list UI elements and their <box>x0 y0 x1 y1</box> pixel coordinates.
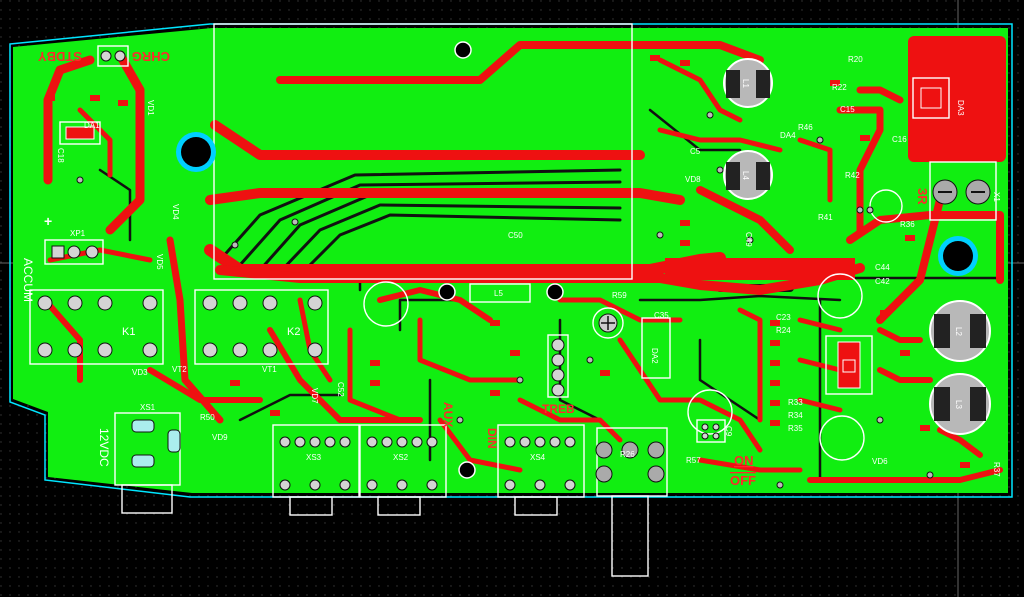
label-vt1: VT1 <box>262 365 277 374</box>
label-c5: C5 <box>690 147 701 156</box>
ic-da3-label: DA3 <box>956 100 965 116</box>
label-12vdc: 12VDC <box>97 428 111 467</box>
relay-k1-label: K1 <box>122 326 135 338</box>
label-c23: C23 <box>776 313 791 322</box>
header-treb[interactable] <box>547 334 569 398</box>
inductor-l3-label: L3 <box>954 400 963 409</box>
label-aux: AUX <box>441 402 455 427</box>
ic-da3: DA3 <box>912 77 965 119</box>
label-r50: R50 <box>200 413 215 422</box>
label-da4-ref: DA4 <box>780 131 796 140</box>
header-standby-chrg[interactable] <box>97 45 129 67</box>
label-r34: R34 <box>788 411 803 420</box>
trimmer-r59[interactable] <box>592 307 624 339</box>
label-vd6: VD6 <box>872 457 888 466</box>
label-c48: C49 <box>744 232 753 247</box>
label-treb: TREB <box>542 402 575 416</box>
label-vd7: VD7 <box>310 388 319 404</box>
label-c49: C50 <box>508 231 523 240</box>
label-vd3: VD3 <box>132 368 148 377</box>
header-xp1[interactable]: XP1 <box>44 229 104 265</box>
label-r57: R57 <box>686 456 701 465</box>
label-r41: R41 <box>818 213 833 222</box>
board-outline <box>9 23 1013 498</box>
relay-k2[interactable]: K2 <box>194 289 329 365</box>
jack-xs4-label: XS4 <box>530 453 546 462</box>
label-c9: C9 <box>724 426 733 437</box>
label-da1: DA1 <box>84 121 100 130</box>
inductor-l4: L4 <box>723 150 773 200</box>
jack-xs1-label: XS1 <box>140 403 156 412</box>
label-plus-accum: + <box>44 213 52 229</box>
inductor-l1: L1 <box>723 58 773 108</box>
inductor-l5: L5 <box>469 283 531 303</box>
label-accum: ACCUM <box>21 258 35 302</box>
label-vt2: VT2 <box>172 365 187 374</box>
ic-da4 <box>825 335 873 395</box>
label-r37: R37 <box>992 462 1001 477</box>
label-c44: C44 <box>875 263 890 272</box>
ic-da2: DA2 <box>641 317 671 379</box>
vias <box>76 111 934 489</box>
label-r33: R33 <box>788 398 803 407</box>
label-c18: C18 <box>56 148 65 163</box>
inductor-l5-label: L5 <box>494 289 503 298</box>
label-din: DIN <box>485 428 499 449</box>
jack-xs3[interactable]: XS3 <box>272 424 360 516</box>
label-x1: X1 <box>992 192 1001 202</box>
label-r35: R35 <box>788 424 803 433</box>
label-c51: C52 <box>336 382 345 397</box>
smd-components <box>45 55 970 468</box>
label-vd1: VD1 <box>146 100 155 116</box>
relay-k1[interactable]: K1 <box>29 289 164 365</box>
label-vd5: VD5 <box>155 254 164 270</box>
label-r42: R42 <box>845 171 860 180</box>
label-c28: C35 <box>654 311 669 320</box>
label-r36: R36 <box>900 220 915 229</box>
label-chrg: CHRG <box>132 49 170 64</box>
pot-r26[interactable]: R26 <box>595 427 668 577</box>
label-r24: R24 <box>776 326 791 335</box>
inductor-l3: L3 <box>929 373 991 435</box>
heatsink-pad-da3 <box>908 36 1006 162</box>
label-r17: R20 <box>848 55 863 64</box>
inductor-l2: L2 <box>929 300 991 362</box>
label-c15: C15 <box>840 105 855 114</box>
mounting-holes <box>176 41 978 479</box>
jack-xs2[interactable]: XS2 <box>359 424 447 516</box>
jack-xs2-label: XS2 <box>393 453 409 462</box>
label-r46: R46 <box>798 123 813 132</box>
label-off: OFF <box>730 473 756 488</box>
label-vd8: VD8 <box>685 175 701 184</box>
inductor-l1-label: L1 <box>741 79 750 88</box>
label-vd4: VD4 <box>171 204 180 220</box>
power-zone <box>665 258 855 280</box>
power-switch-pads[interactable] <box>696 419 726 443</box>
label-c42: C42 <box>875 277 890 286</box>
label-vd9: VD9 <box>212 433 228 442</box>
jack-xs3-label: XS3 <box>306 453 322 462</box>
output-terminal-x1[interactable] <box>929 161 997 221</box>
label-on: ON <box>734 453 754 468</box>
label-r59: R59 <box>612 291 627 300</box>
label-c16: C16 <box>892 135 907 144</box>
ic-da2-label: DA2 <box>650 348 659 364</box>
electrolytic-caps <box>363 189 903 461</box>
label-stdby: STDBY <box>38 49 82 64</box>
jack-xs4[interactable]: XS4 <box>497 424 585 516</box>
ic-da1 <box>59 121 101 145</box>
inductor-l2-label: L2 <box>954 327 963 336</box>
label-output-3r: 3R <box>915 188 930 205</box>
pot-r26-label: R26 <box>620 450 635 459</box>
relay-k2-label: K2 <box>287 326 300 338</box>
label-r20: R22 <box>832 83 847 92</box>
jack-xs1[interactable]: XS1 <box>114 403 181 514</box>
header-xp1-label: XP1 <box>70 229 86 238</box>
inductor-l4-label: L4 <box>741 171 750 180</box>
